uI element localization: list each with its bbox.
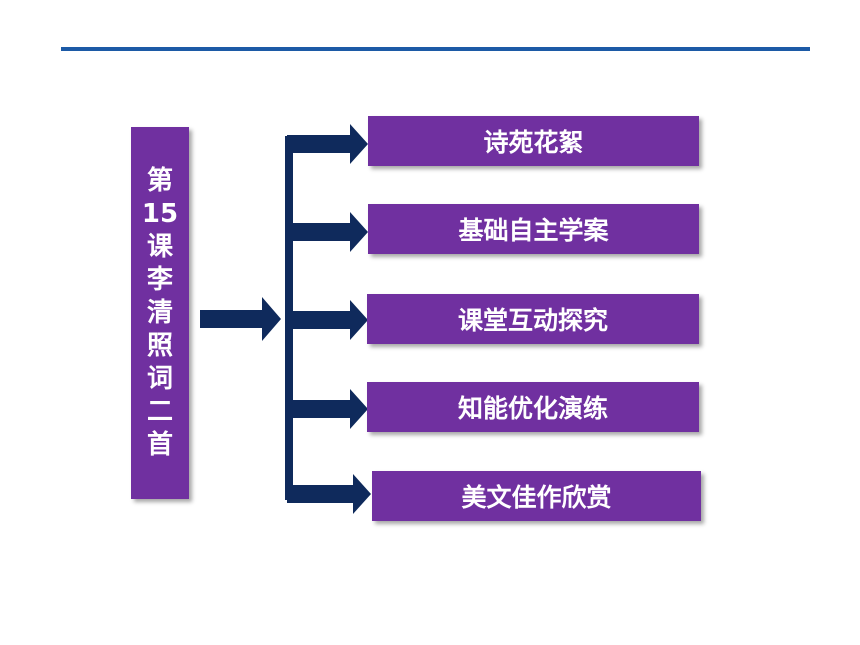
branch-arrow-4 [289,389,368,429]
menu-item-essay-appreciation[interactable]: 美文佳作欣赏 [372,471,701,521]
lesson-title-char: 15 [141,198,179,229]
lesson-title-char: 照 [146,330,173,361]
menu-item-poetry-notes[interactable]: 诗苑花絮 [368,116,699,166]
top-divider-line [61,47,810,51]
lesson-title-char: 课 [146,231,173,262]
lesson-title-char: 第 [146,165,173,196]
menu-item-classroom-inquiry[interactable]: 课堂互动探究 [367,294,699,344]
branch-arrow-2 [289,212,368,252]
branch-arrow-3 [289,300,368,340]
menu-item-self-study[interactable]: 基础自主学案 [368,204,699,254]
lesson-title-char: 二 [146,396,173,427]
branch-arrow-5 [287,474,371,514]
main-arrow [200,297,281,341]
lesson-title-char: 清 [146,297,173,328]
lesson-title-char: 首 [146,429,173,460]
lesson-title-box: 第 15 课 李 清 照 词 二 首 [131,127,189,499]
lesson-title-char: 李 [146,264,173,295]
menu-item-practice[interactable]: 知能优化演练 [367,382,699,432]
branch-arrow-1 [287,124,368,164]
lesson-title-char: 词 [146,363,173,394]
